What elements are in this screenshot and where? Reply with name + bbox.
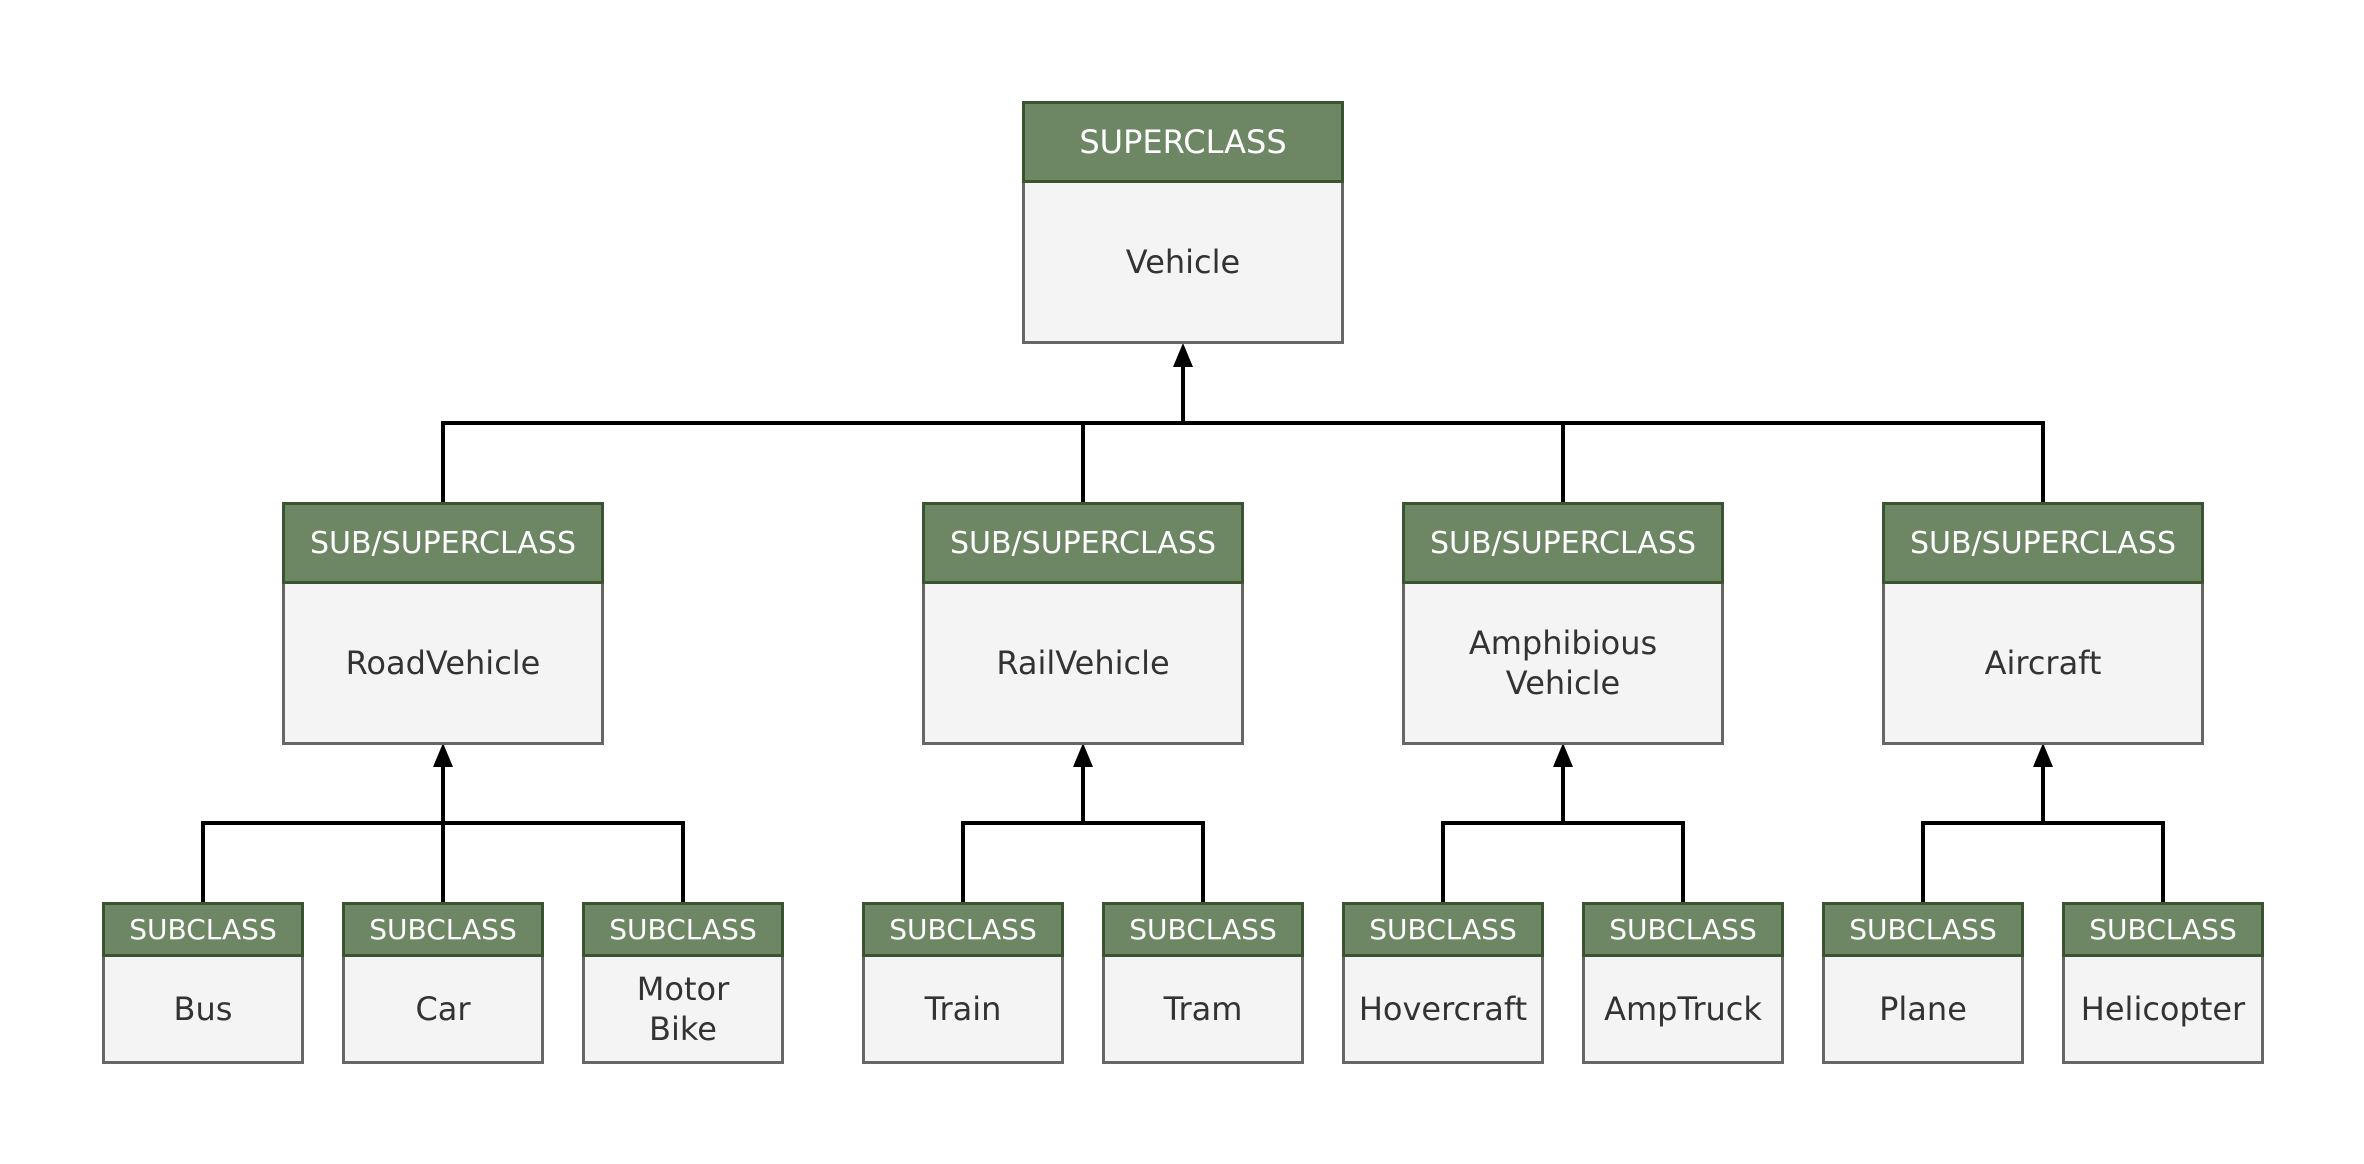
class-stereotype: SUBCLASS [1582, 902, 1784, 957]
class-stereotype: SUB/SUPERCLASS [282, 502, 604, 584]
class-name: Car [342, 957, 544, 1064]
class-name: Tram [1102, 957, 1304, 1064]
class-node-tram[interactable]: SUBCLASS Tram [1102, 902, 1304, 1064]
class-stereotype: SUBCLASS [342, 902, 544, 957]
class-stereotype: SUBCLASS [102, 902, 304, 957]
connector-train-tram-to-railvehicle [961, 821, 1205, 903]
class-name: RailVehicle [922, 584, 1244, 745]
class-name: Amphibious Vehicle [1402, 584, 1724, 745]
class-stereotype: SUBCLASS [2062, 902, 2264, 957]
connector-hover-amptruck-to-amphibious [1441, 821, 1685, 903]
class-node-bus[interactable]: SUBCLASS Bus [102, 902, 304, 1064]
connector-aircraft-to-vehicle [1563, 421, 2045, 502]
inheritance-arrowhead-aircraft [2033, 743, 2053, 767]
class-stereotype: SUBCLASS [1342, 902, 1544, 957]
class-node-amphibious-vehicle[interactable]: SUB/SUPERCLASS Amphibious Vehicle [1402, 502, 1724, 745]
class-name: RoadVehicle [282, 584, 604, 745]
class-stereotype: SUB/SUPERCLASS [1402, 502, 1724, 584]
class-node-motorbike[interactable]: SUBCLASS Motor Bike [582, 902, 784, 1064]
class-name: Plane [1822, 957, 2024, 1064]
inheritance-arrowhead-vehicle [1173, 343, 1193, 367]
class-name: AmpTruck [1582, 957, 1784, 1064]
inheritance-arrowhead-railvehicle [1073, 743, 1093, 767]
class-stereotype: SUB/SUPERCLASS [1882, 502, 2204, 584]
class-node-plane[interactable]: SUBCLASS Plane [1822, 902, 2024, 1064]
class-name: Hovercraft [1342, 957, 1544, 1064]
class-stereotype: SUBCLASS [1102, 902, 1304, 957]
class-stereotype: SUPERCLASS [1022, 101, 1344, 183]
inheritance-arrowhead-roadvehicle [433, 743, 453, 767]
class-node-amptruck[interactable]: SUBCLASS AmpTruck [1582, 902, 1784, 1064]
class-name: Motor Bike [582, 957, 784, 1064]
connector-plane-heli-to-aircraft [1921, 821, 2165, 903]
class-name: Helicopter [2062, 957, 2264, 1064]
class-node-railvehicle[interactable]: SUB/SUPERCLASS RailVehicle [922, 502, 1244, 745]
class-node-helicopter[interactable]: SUBCLASS Helicopter [2062, 902, 2264, 1064]
class-node-hovercraft[interactable]: SUBCLASS Hovercraft [1342, 902, 1544, 1064]
class-name: Vehicle [1022, 183, 1344, 344]
class-stereotype: SUB/SUPERCLASS [922, 502, 1244, 584]
connector-roadvehicle-to-vehicle [441, 421, 1183, 502]
class-name: Bus [102, 957, 304, 1064]
class-stereotype: SUBCLASS [1822, 902, 2024, 957]
connector-amphibious-to-vehicle [1183, 421, 1565, 502]
inheritance-arrowhead-amphibious [1553, 743, 1573, 767]
class-node-aircraft[interactable]: SUB/SUPERCLASS Aircraft [1882, 502, 2204, 745]
class-node-roadvehicle[interactable]: SUB/SUPERCLASS RoadVehicle [282, 502, 604, 745]
class-name: Train [862, 957, 1064, 1064]
class-node-train[interactable]: SUBCLASS Train [862, 902, 1064, 1064]
class-stereotype: SUBCLASS [582, 902, 784, 957]
class-node-vehicle[interactable]: SUPERCLASS Vehicle [1022, 101, 1344, 344]
class-node-car[interactable]: SUBCLASS Car [342, 902, 544, 1064]
class-stereotype: SUBCLASS [862, 902, 1064, 957]
class-name: Aircraft [1882, 584, 2204, 745]
